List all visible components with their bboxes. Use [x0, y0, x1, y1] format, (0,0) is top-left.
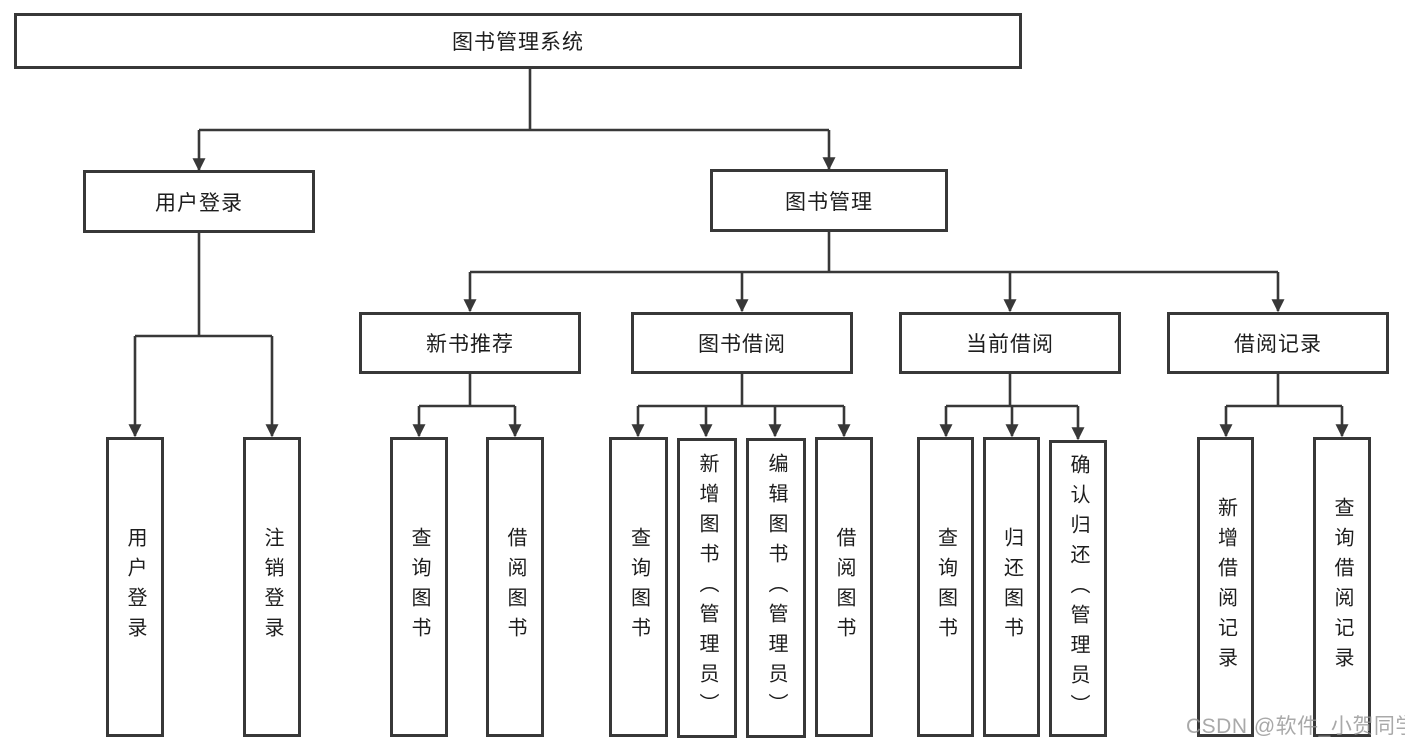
node-logout: 注销登录 [243, 437, 301, 737]
csdn-watermark: CSDN @软件_小贺同学 [1186, 715, 1405, 738]
node-book-mgmt: 图书管理 [710, 169, 948, 232]
node-root-label: 图书管理系统 [452, 31, 584, 54]
node-login: 用户登录 [106, 437, 164, 737]
node-logout-label: 注销登录 [261, 527, 283, 647]
node-login-label: 用户登录 [124, 527, 146, 647]
node-br-query-record-label: 查询借阅记录 [1331, 497, 1353, 677]
node-cb-confirm-return-admin-label: 确认归还（管理员） [1067, 453, 1089, 724]
connector-root-to-level2 [192, 69, 836, 172]
node-new-book-rec-label: 新书推荐 [426, 333, 514, 356]
node-bb-query-books-label: 查询图书 [627, 527, 650, 647]
node-root: 图书管理系统 [14, 13, 1022, 69]
connector-book-mgmt-children [463, 232, 1285, 313]
node-current-borrow: 当前借阅 [899, 312, 1121, 374]
node-br-add-record-label: 新增借阅记录 [1214, 497, 1237, 677]
node-nbr-query-books-label: 查询图书 [408, 527, 430, 647]
node-book-mgmt-label: 图书管理 [785, 190, 873, 214]
node-bb-add-books-admin-label: 新增图书（管理员） [696, 453, 718, 723]
node-new-book-rec: 新书推荐 [359, 312, 581, 374]
node-cb-return-books-label: 归还图书 [1000, 527, 1023, 647]
node-user-login-label: 用户登录 [155, 191, 243, 215]
connector-borrow-records-children [1219, 374, 1349, 438]
connector-user-login-children [128, 233, 279, 438]
node-bb-edit-books-admin: 编辑图书（管理员） [746, 438, 806, 738]
node-nbr-borrow-books-label: 借阅图书 [504, 527, 526, 647]
node-borrow-records: 借阅记录 [1167, 312, 1389, 374]
node-user-login: 用户登录 [83, 170, 315, 233]
node-bb-edit-books-admin-label: 编辑图书（管理员） [765, 453, 787, 723]
node-cb-confirm-return-admin: 确认归还（管理员） [1049, 440, 1107, 737]
node-br-query-record: 查询借阅记录 [1313, 437, 1371, 737]
node-bb-query-books: 查询图书 [609, 437, 668, 737]
node-current-borrow-label: 当前借阅 [966, 333, 1054, 356]
connector-new-book-rec-children [412, 374, 522, 438]
connector-book-borrow-children [631, 374, 851, 438]
node-nbr-borrow-books: 借阅图书 [486, 437, 544, 737]
node-cb-query-books: 查询图书 [917, 437, 974, 737]
node-borrow-records-label: 借阅记录 [1234, 333, 1322, 356]
node-bb-borrow-books-label: 借阅图书 [833, 527, 855, 647]
connector-current-borrow-children [939, 374, 1085, 441]
node-bb-borrow-books: 借阅图书 [815, 437, 873, 737]
node-bb-add-books-admin: 新增图书（管理员） [677, 438, 737, 738]
node-book-borrow-label: 图书借阅 [698, 333, 786, 356]
node-cb-return-books: 归还图书 [983, 437, 1040, 737]
node-br-add-record: 新增借阅记录 [1197, 437, 1254, 737]
node-cb-query-books-label: 查询图书 [934, 527, 957, 647]
node-nbr-query-books: 查询图书 [390, 437, 448, 737]
node-book-borrow: 图书借阅 [631, 312, 853, 374]
